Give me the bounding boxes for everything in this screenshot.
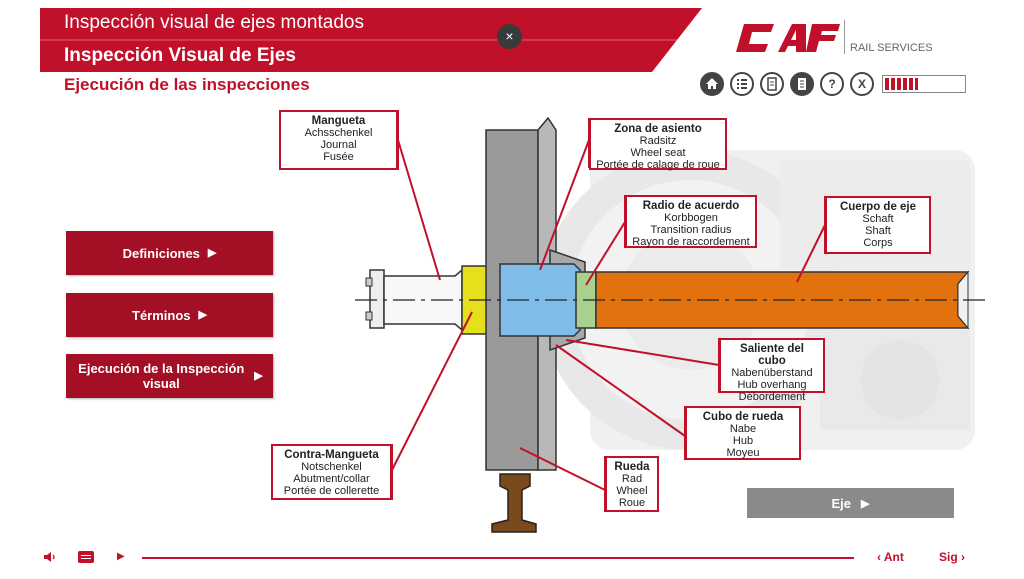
glossary-icon[interactable]	[790, 72, 814, 96]
play-arrow-icon: ▶	[861, 497, 870, 510]
terminos-button[interactable]: Términos ▶	[66, 293, 273, 337]
header-band	[40, 8, 702, 72]
definiciones-label: Definiciones	[122, 245, 200, 261]
progress-fill	[885, 78, 918, 90]
toolbar: ? X	[700, 72, 966, 96]
module-title: Inspección Visual de Ejes	[64, 45, 296, 66]
callout-line: Nabenüberstand	[731, 367, 813, 379]
callout-line: Fusée	[323, 151, 354, 163]
callout-line: Wheel	[616, 485, 648, 497]
callout-line: Wheel seat	[630, 147, 686, 159]
callout-title: Radio de acuerdo	[642, 200, 740, 212]
callout-rueda: Rueda Rad Wheel Roue	[605, 456, 659, 512]
document-icon[interactable]	[760, 72, 784, 96]
callout-line: Portée de collerette	[283, 485, 380, 497]
callout-title: Mangueta	[311, 115, 366, 127]
home-icon[interactable]	[700, 72, 724, 96]
callout-line: Radsitz	[639, 135, 677, 147]
callout-title: Cuerpo de eje	[839, 201, 917, 213]
callout-mangueta: Mangueta Achsschenkel Journal Fusée	[279, 110, 398, 170]
play-arrow-icon: ▶	[198, 308, 207, 321]
callout-cuerpo-eje: Cuerpo de eje Schaft Shaft Corps	[825, 196, 931, 254]
callout-line: Shaft	[865, 225, 891, 237]
callout-line: Hub overhang	[737, 379, 807, 391]
callout-title: Cubo de rueda	[702, 411, 784, 423]
callout-line: Moyeu	[726, 447, 760, 459]
callout-line: Corps	[863, 237, 893, 249]
callout-line: Hub	[732, 435, 754, 447]
callout-zona-asiento: Zona de asiento Radsitz Wheel seat Porté…	[589, 118, 727, 171]
play-arrow-icon: ▶	[254, 369, 263, 382]
definiciones-button[interactable]: Definiciones ▶	[66, 231, 273, 275]
callout-cubo-rueda: Cubo de rueda Nabe Hub Moyeu	[685, 406, 801, 460]
logo-subtitle: RAIL SERVICES	[850, 42, 933, 54]
callout-line: Notschenkel	[301, 461, 362, 473]
callout-saliente-cubo: Saliente del cubo Nabenüberstand Hub ove…	[719, 338, 825, 403]
callout-title: Saliente del cubo	[740, 343, 804, 367]
callout-line: Roue	[618, 497, 646, 509]
play-arrow-icon: ▶	[207, 246, 217, 259]
help-icon[interactable]: ?	[820, 72, 844, 96]
callout-line: Portée de calage de roue	[596, 159, 720, 171]
callout-line: Transition radius	[650, 224, 732, 236]
timeline-bar[interactable]	[142, 557, 854, 559]
exit-icon[interactable]: X	[850, 72, 874, 96]
course-title: Inspección visual de ejes montados	[64, 12, 364, 33]
callout-title: Zona de asiento	[614, 123, 702, 135]
callout-line: Rad	[621, 473, 643, 485]
section-title: Ejecución de las inspecciones	[64, 75, 310, 94]
wheel-seat-part	[499, 263, 581, 337]
caf-logo: RAIL SERVICES	[734, 18, 944, 58]
subtitles-icon[interactable]	[78, 551, 94, 563]
logo-divider	[844, 20, 845, 54]
callout-line: Schaft	[862, 213, 894, 225]
ejecucion-label: Ejecución de la Inspección visual	[78, 361, 245, 391]
callout-line: Achsschenkel	[304, 127, 373, 139]
play-button[interactable]: ▶	[117, 551, 125, 562]
callout-title: Rueda	[614, 461, 650, 473]
terminos-label: Términos	[132, 307, 191, 323]
callout-title: Contra-Mangueta	[284, 449, 379, 461]
index-icon[interactable]	[730, 72, 754, 96]
callout-line: Rayon de raccordement	[632, 236, 750, 248]
next-button[interactable]: Sig ›	[939, 550, 965, 564]
callout-line: Débordement	[738, 391, 806, 403]
prev-button[interactable]: ‹ Ant	[877, 550, 904, 564]
rail-icon	[491, 473, 537, 533]
ejecucion-button[interactable]: Ejecución de la Inspección visual ▶	[66, 354, 273, 398]
callout-contra-mangueta: Contra-Mangueta Notschenkel Abutment/col…	[271, 444, 392, 500]
caf-logo-mark	[736, 24, 840, 52]
eje-label: Eje	[831, 495, 852, 511]
speaker-icon[interactable]	[44, 551, 58, 563]
callout-line: Journal	[320, 139, 357, 151]
callout-line: Korbbogen	[664, 212, 718, 224]
eje-button[interactable]: Eje ▶	[747, 488, 954, 518]
close-button[interactable]: ×	[497, 24, 522, 49]
callout-radio-acuerdo: Radio de acuerdo Korbbogen Transition ra…	[625, 195, 757, 248]
callout-line: Abutment/collar	[293, 473, 370, 485]
progress-bar	[882, 75, 966, 93]
callout-line: Nabe	[729, 423, 757, 435]
